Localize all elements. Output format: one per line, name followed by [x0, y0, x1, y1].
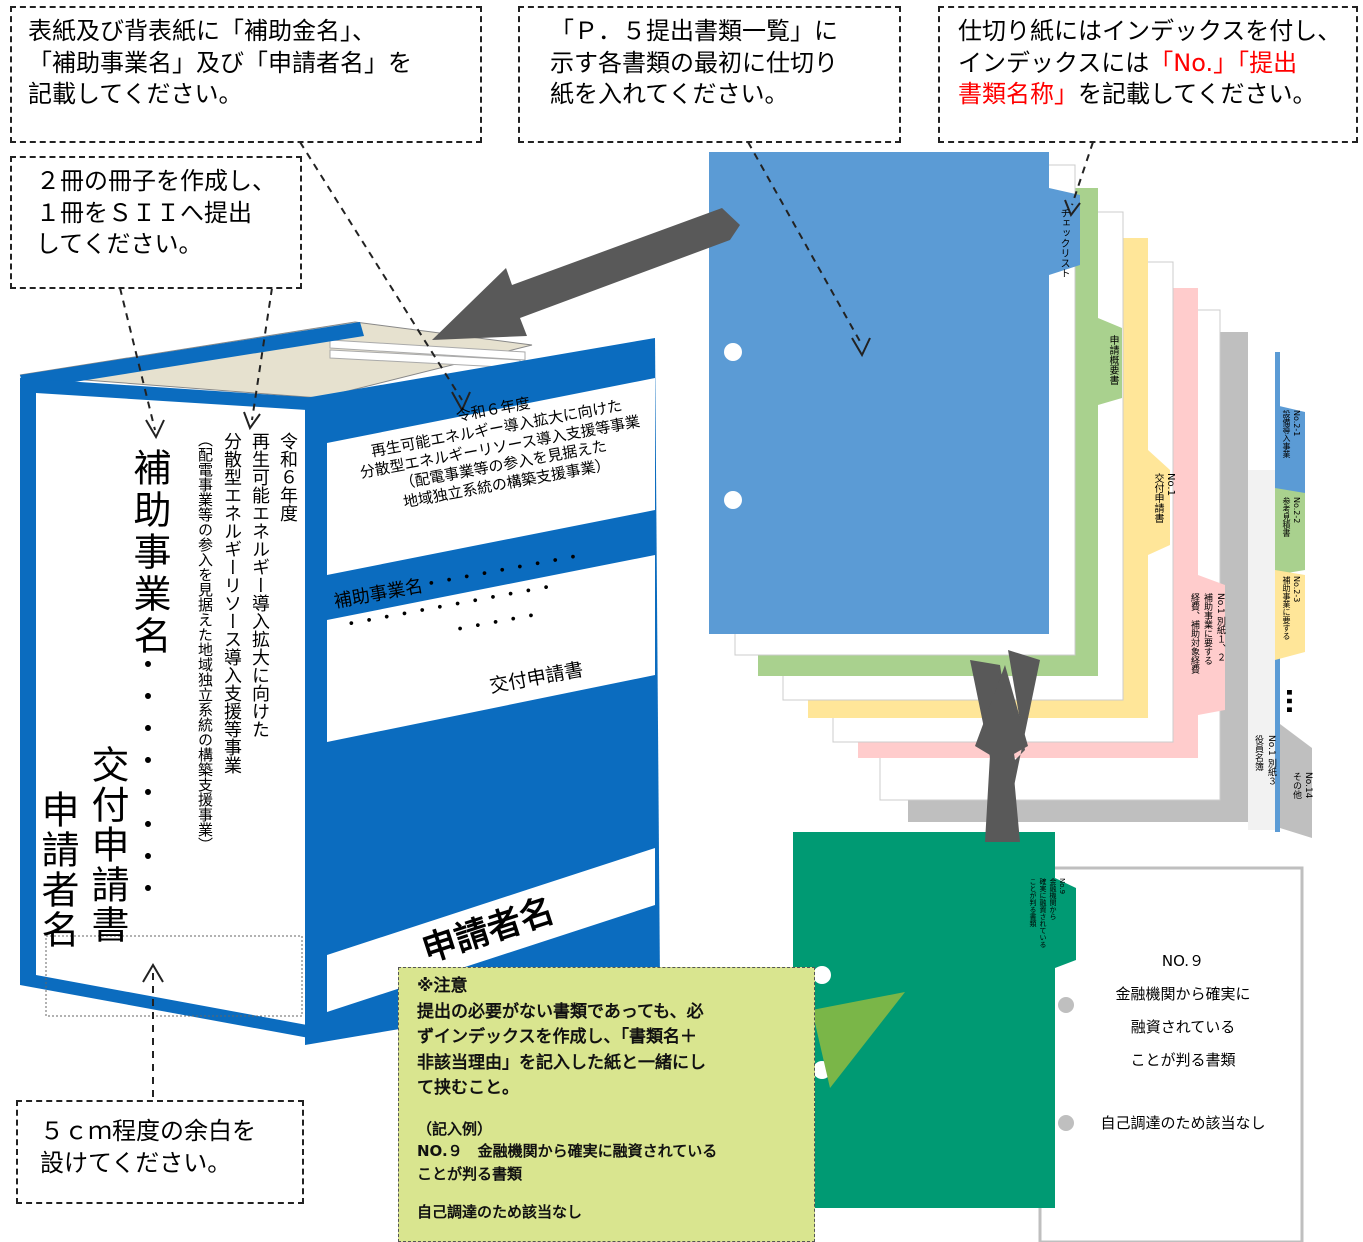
tab-no1-label: No.1 交付申請書 [1150, 473, 1176, 523]
sample-page-line: ことが判る書類 [1130, 1051, 1236, 1069]
spine-project-name: 補助事業名 [127, 448, 171, 658]
callout-line: 記載してください。 [28, 80, 243, 109]
tab-no9-label: No.9 金融機関から 確実に融資されている ことが判る書類 [1028, 878, 1066, 948]
tab-no2-1-label: No.2-1 設備導入事業 [1281, 410, 1301, 458]
callout-line: 示す各書類の最初に仕切り [550, 48, 838, 77]
callout-copies-instructions: ２冊の冊子を作成し、 １冊をＳＩＩへ提出 してください。 [10, 156, 302, 289]
tab-no1-sep3-label: No.1 別紙３ 役員名簿 [1252, 735, 1278, 786]
sample-page-reason: 自己調達のため該当なし [1100, 1114, 1266, 1132]
tab-no2-3-label: No.2-3 補助事業に要する [1281, 576, 1301, 640]
sample-page-title: NO.９ [1161, 952, 1205, 970]
tab-line: 設備導入事業 [1282, 410, 1291, 458]
tab-no14-label: No.14 その他 [1290, 772, 1313, 799]
tab-line: No.2-1 [1292, 410, 1301, 437]
tab-line: No.14 [1303, 772, 1313, 799]
callout-line: 書類名称」を記載してください。 [958, 80, 1317, 109]
tab-line: 交付申請書 [1152, 473, 1163, 523]
tab-line: 補助事業に要する [1282, 576, 1291, 640]
callout-cover-instructions: 表紙及び背表紙に「補助金名」、 「補助事業名」及び「申請者名」を 記載してくださ… [10, 6, 482, 143]
tab-line: 確実に融資されている [1039, 878, 1047, 948]
note-line: ずインデックスを作成し、「書類名＋ [417, 1027, 697, 1047]
note-heading: ※注意 [417, 976, 468, 996]
spine-subsidy-line: 令和６年度 [277, 432, 298, 522]
note-example-line: NO.９ 金融機関から確実に融資されている [417, 1142, 718, 1160]
spine-subsidy-name: 令和６年度 再生可能エネルギー導入拡大に向けた 分散型エネルギーリソース導入支援… [195, 432, 300, 932]
callout-line: １冊をＳＩＩへ提出 [36, 198, 252, 227]
callout-line: ２冊の冊子を作成し、 [36, 167, 276, 195]
tab-line: ことが判る書類 [1029, 878, 1037, 927]
tab-checklist-label: チェックリスト [1058, 208, 1069, 278]
spine-doc-title: 交付申請書 [85, 745, 129, 945]
tab-line: No.9 [1058, 878, 1066, 895]
callout-line: 「Ｐ．５提出書類一覧」に [550, 17, 838, 45]
sample-page-content: NO.９ 金融機関から確実に 融資されている ことが判る書類 自己調達のため該当… [1073, 945, 1293, 1140]
note-line: て挟むこと。 [417, 1078, 519, 1098]
note-example-label: （記入例） [417, 1119, 493, 1138]
spine-dots: ・・・・・・・・ [130, 650, 163, 906]
callout-line: インデックスには「No.」「提出 [958, 48, 1298, 77]
tab-line: No.1 別紙１、２ [1215, 593, 1225, 662]
callout-divider-instructions: 「Ｐ．５提出書類一覧」に 示す各書類の最初に仕切り 紙を入れてください。 [518, 6, 901, 143]
spine-subsidy-line: 分散型エネルギーリソース導入支援等事業 [221, 432, 242, 774]
callout-line: 設けてください。 [40, 1148, 232, 1177]
tab-no1-sep-label: No.1 別紙１、２ 補助事業に要する 経費、補助対象経費 [1188, 593, 1227, 674]
sample-page-line: 融資されている [1130, 1018, 1236, 1036]
tab-line: No.1 [1165, 473, 1176, 496]
tab-line: 役員名簿 [1253, 735, 1263, 771]
callout-line: してください。 [36, 230, 203, 259]
callout-line: 仕切り紙にはインデックスを付し、 [958, 17, 1342, 45]
note-example-reason: 自己調達のため該当なし [417, 1203, 583, 1221]
tab-line: 補助事業に要する [1202, 593, 1212, 665]
note-box: ※注意 提出の必要がない書類であっても、必 ずインデックスを作成し、「書類名＋ … [398, 967, 815, 1242]
spine-subsidy-line: （配電事業等の参入を見据えた地域独立系統の構築支援事業） [196, 432, 214, 852]
spine-applicant: 申請者名 [35, 790, 79, 950]
note-line: 非該当理由」を記入した紙と一緒にし [417, 1052, 706, 1073]
callout-line: 「補助事業名」及び「申請者名」を [28, 48, 412, 77]
sample-page-line: 金融機関から確実に [1115, 985, 1251, 1003]
callout-line: 紙を入れてください。 [550, 80, 789, 109]
tab-line: その他 [1291, 772, 1301, 799]
tab-line: 金融機関から [1049, 878, 1057, 920]
tab-line: 経費、補助対象経費 [1189, 593, 1199, 674]
tab-no2-2-label: No.2-2 参考見積書 [1281, 497, 1301, 537]
callout-index-instructions: 仕切り紙にはインデックスを付し、 インデックスには「No.」「提出 書類名称」を… [938, 6, 1358, 143]
spine-subsidy-line: 再生可能エネルギー導入拡大に向けた [249, 432, 270, 738]
tab-line: No.2-2 [1292, 497, 1301, 524]
tab-summary-label: 申請概要書 [1107, 335, 1118, 385]
tab-line: 参考見積書 [1282, 497, 1291, 537]
tab-line: No.1 別紙３ [1266, 735, 1276, 786]
tab-line: No.2-3 [1292, 576, 1301, 603]
callout-line: ５ｃｍ程度の余白を [40, 1117, 256, 1145]
callout-line: 表紙及び背表紙に「補助金名」、 [28, 17, 376, 45]
note-line: 提出の必要がない書類であっても、必 [417, 1001, 704, 1022]
tab-ellipsis: … [1280, 688, 1310, 714]
note-example-line: ことが判る書類 [417, 1164, 523, 1183]
callout-margin-instructions: ５ｃｍ程度の余白を 設けてください。 [16, 1100, 304, 1204]
